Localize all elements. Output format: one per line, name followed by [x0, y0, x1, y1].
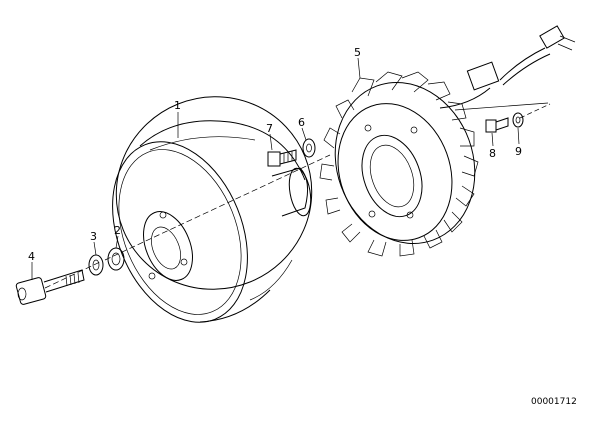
- callout-5: 5: [354, 46, 361, 59]
- spring-washer-part-3: [88, 254, 104, 276]
- document-number: 00001712: [531, 397, 577, 407]
- callout-3: 3: [90, 230, 97, 243]
- washer-part-6: [302, 138, 316, 158]
- rotor-part: [112, 96, 313, 323]
- callout-6: 6: [298, 116, 305, 129]
- bolt-part-4: [15, 269, 85, 305]
- screw-part-8: [485, 117, 509, 133]
- screw-part-7: [267, 149, 297, 167]
- washer-part-9: [512, 112, 524, 128]
- callout-9: 9: [515, 145, 522, 158]
- callout-8: 8: [489, 147, 496, 160]
- callout-4: 4: [28, 250, 35, 263]
- callout-7: 7: [266, 122, 273, 135]
- leader-lines: [31, 57, 520, 280]
- washer-part-2: [107, 247, 125, 271]
- callout-1: 1: [174, 99, 181, 112]
- callout-2: 2: [114, 224, 121, 237]
- stator-part: [319, 25, 576, 257]
- assembly-axis-lines: [44, 102, 551, 289]
